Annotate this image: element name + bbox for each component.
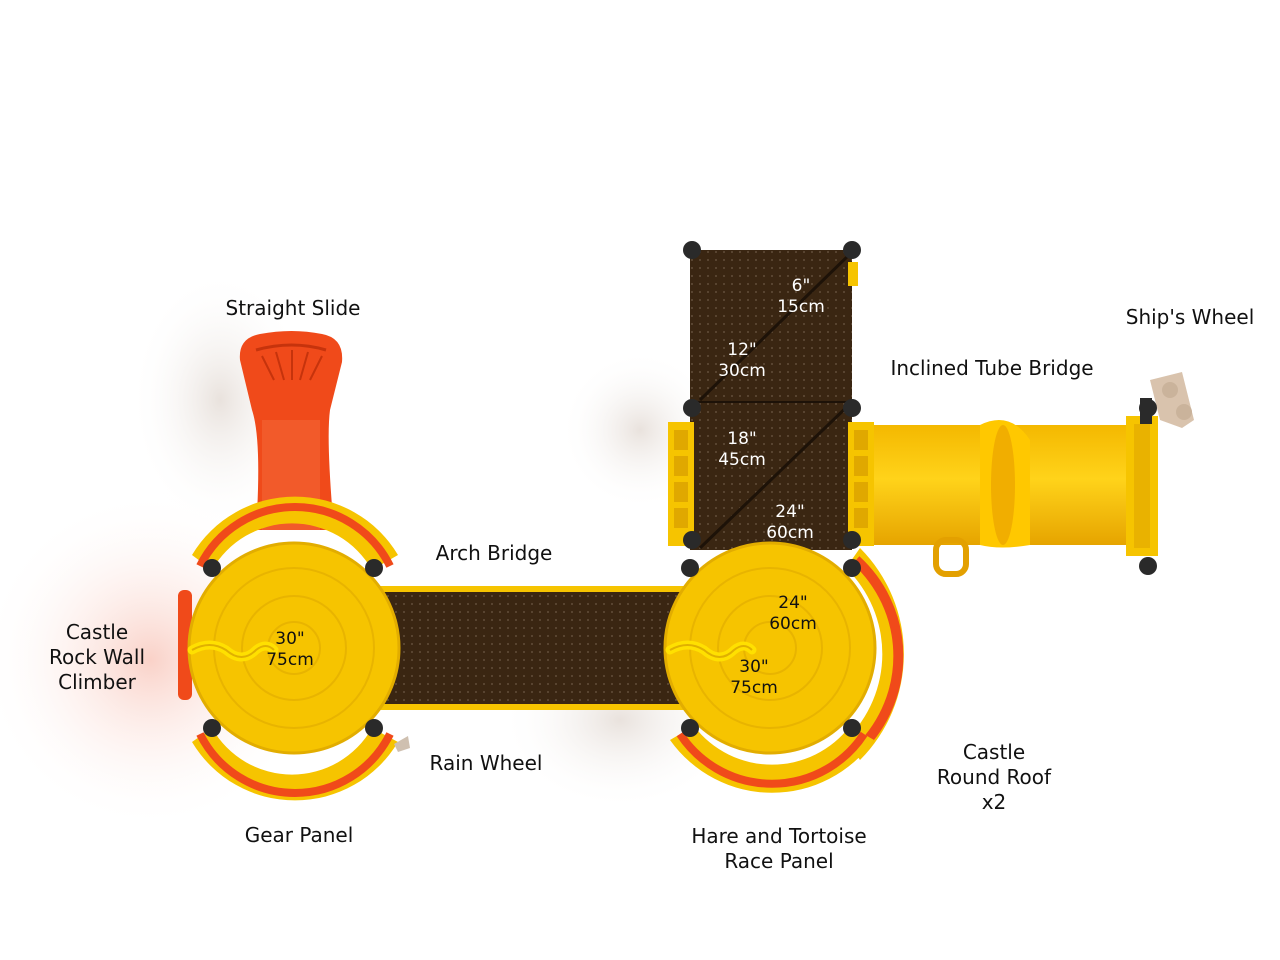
label-line: x2 (981, 790, 1007, 814)
arch-bridge (375, 586, 695, 710)
dimension-cm: 75cm (730, 678, 778, 698)
dimension-6in: 6" 15cm (777, 276, 825, 318)
label-inclined-tube-bridge: Inclined Tube Bridge (890, 356, 1094, 380)
dimension-inches: 18" (727, 429, 757, 449)
label-rain-wheel: Rain Wheel (429, 751, 543, 775)
dimension-12in: 12" 30cm (718, 340, 766, 382)
deck-tower (668, 250, 874, 550)
dimension-cm: 15cm (777, 297, 825, 317)
post (203, 559, 221, 577)
label-castle-rock-wall-climber: Castle Rock Wall Climber (49, 620, 145, 695)
label-line: Climber (58, 670, 136, 694)
post (843, 531, 861, 549)
label-gear-panel: Gear Panel (244, 823, 354, 847)
label-line: Round Roof (936, 765, 1052, 789)
dimension-cm: 75cm (266, 650, 314, 670)
post (843, 719, 861, 737)
posts (203, 241, 1157, 737)
post (683, 241, 701, 259)
label-line: Castle (962, 740, 1026, 764)
label-line: Rock Wall (48, 645, 146, 669)
post (365, 719, 383, 737)
dimension-30in-right: 30" 75cm (730, 657, 778, 699)
label-castle-round-roof: Castle Round Roof x2 (937, 740, 1051, 815)
post (1139, 557, 1157, 575)
post (681, 719, 699, 737)
dimension-inches: 12" (727, 340, 757, 360)
post (683, 531, 701, 549)
dimension-inches: 24" (778, 593, 808, 613)
dimension-cm: 45cm (718, 450, 766, 470)
dimension-inches: 30" (739, 657, 769, 677)
post (365, 559, 383, 577)
post (843, 399, 861, 417)
inclined-tube-bridge (860, 416, 1158, 577)
right-castle-tower (663, 541, 904, 793)
dimension-inches: 30" (275, 629, 305, 649)
post (843, 241, 861, 259)
left-castle-tower (178, 496, 410, 801)
dimension-24in-deck: 24" 60cm (766, 502, 814, 544)
dimension-cm: 30cm (718, 361, 766, 381)
dimension-cm: 60cm (766, 523, 814, 543)
dimension-18in: 18" 45cm (718, 429, 766, 471)
dimension-inches: 6" (791, 276, 811, 296)
post (843, 559, 861, 577)
post (203, 719, 221, 737)
label-line: Race Panel (724, 849, 834, 873)
dimension-cm: 60cm (769, 614, 817, 634)
dimension-30in-left: 30" 75cm (266, 629, 314, 671)
post (1139, 399, 1157, 417)
label-line: Hare and Tortoise (691, 824, 867, 848)
dimension-inches: 24" (775, 502, 805, 522)
label-straight-slide: Straight Slide (225, 296, 361, 320)
label-ships-wheel: Ship's Wheel (1125, 305, 1255, 329)
label-arch-bridge: Arch Bridge (435, 541, 553, 565)
label-line: Castle (65, 620, 129, 644)
dimension-24in-roof: 24" 60cm (769, 593, 817, 635)
post (683, 399, 701, 417)
label-hare-tortoise-race-panel: Hare and Tortoise Race Panel (691, 824, 866, 874)
post (681, 559, 699, 577)
